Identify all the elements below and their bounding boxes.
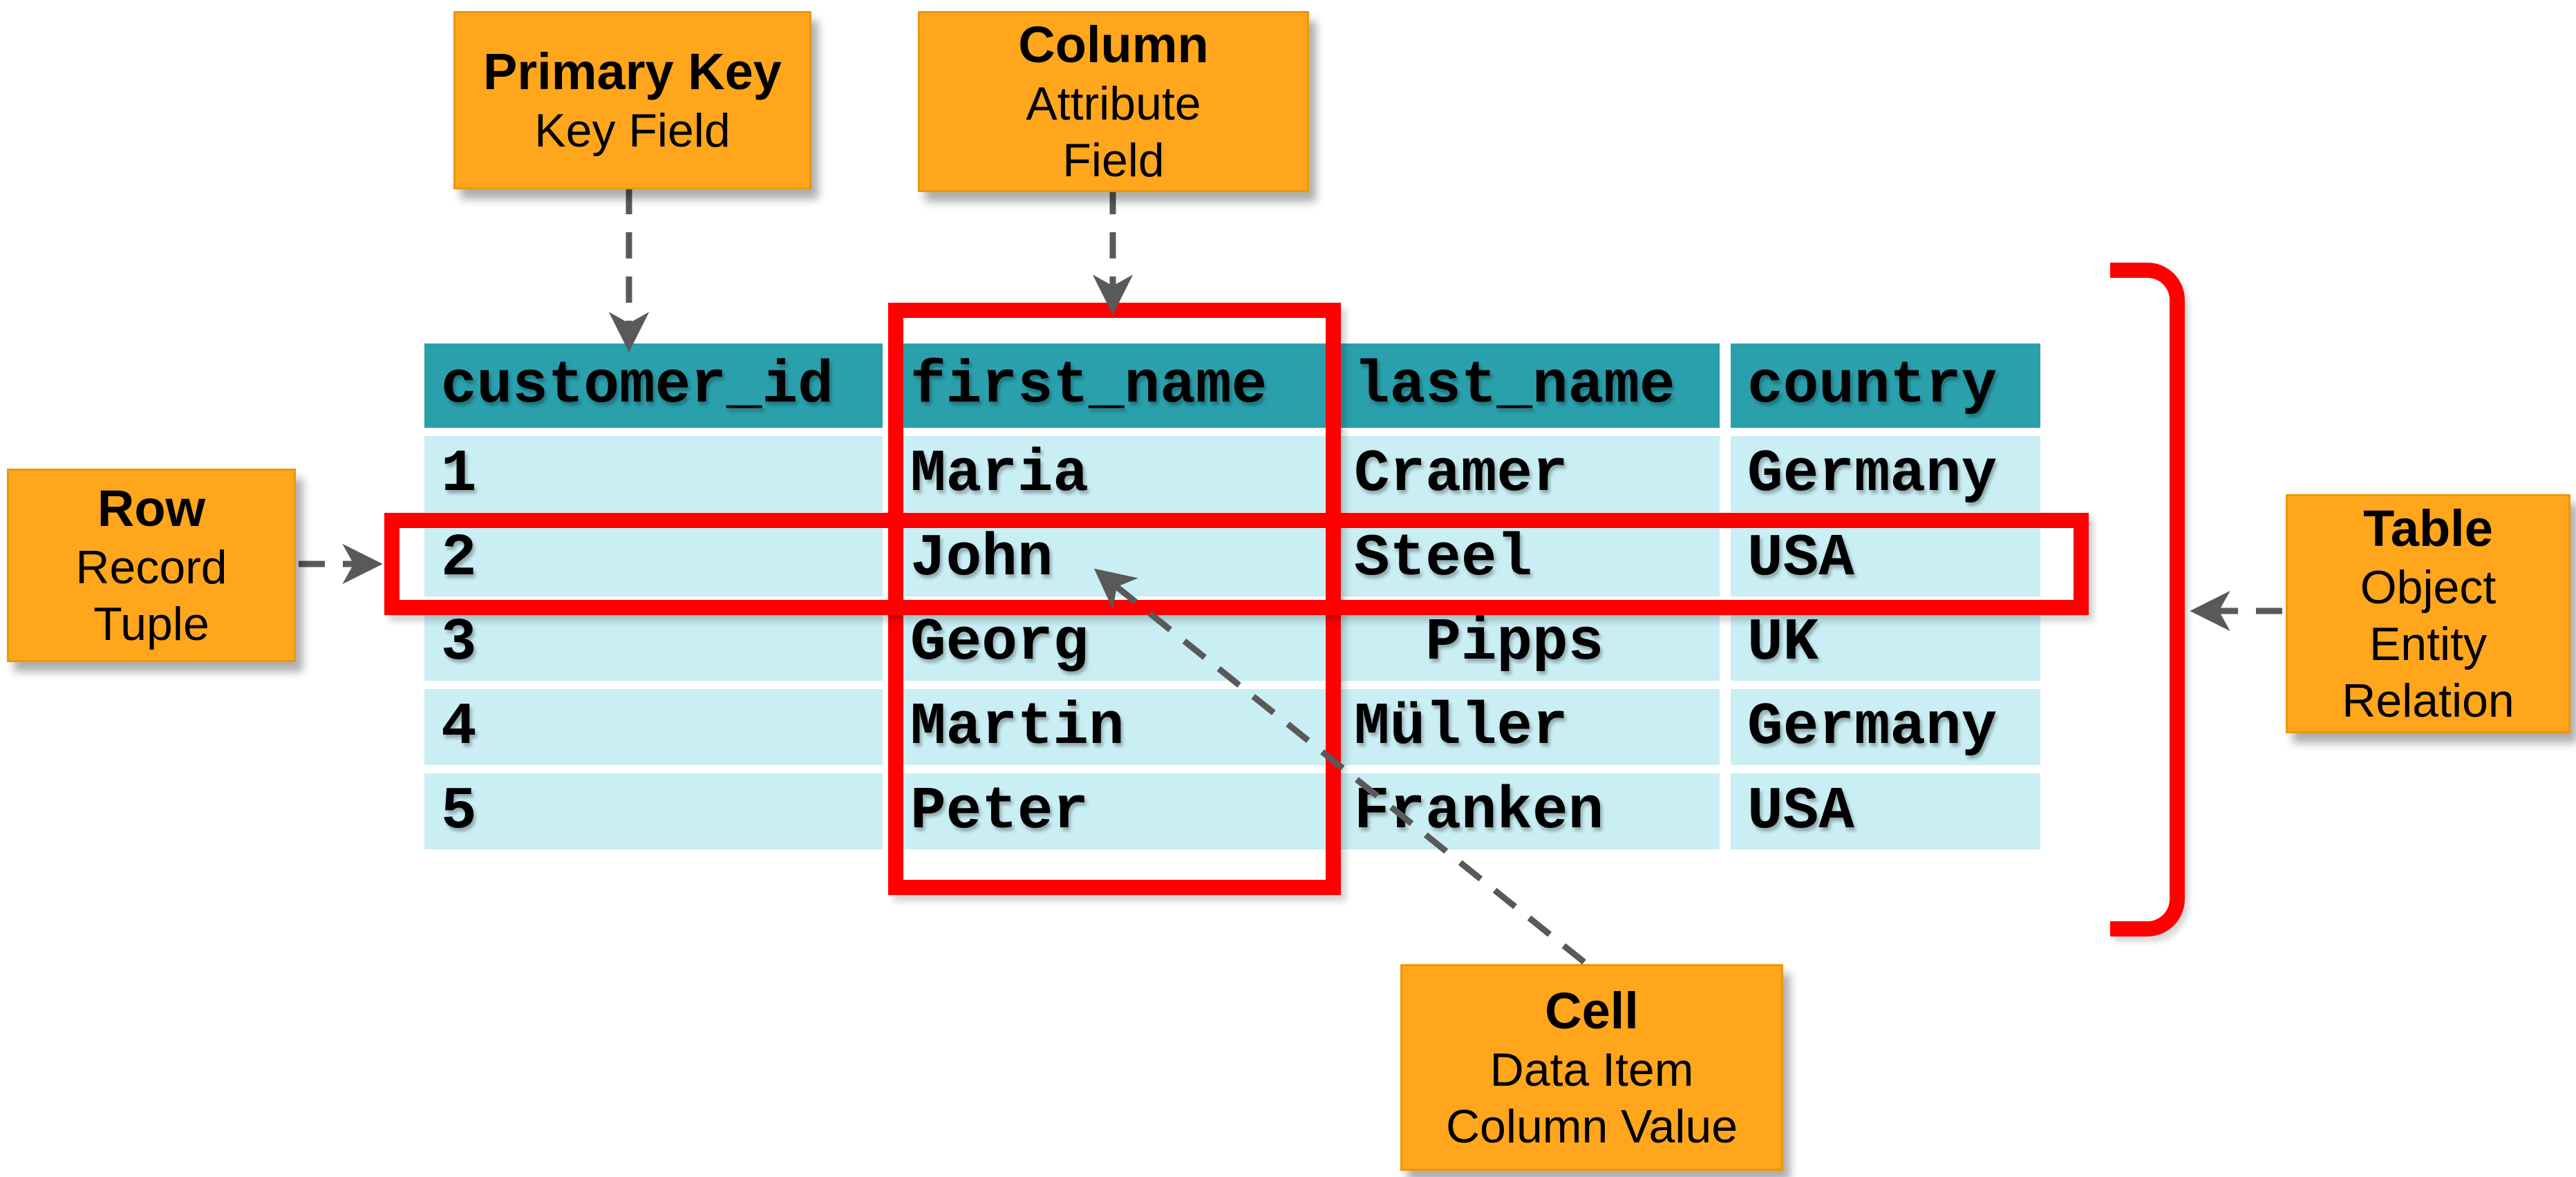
table-cell: 4 (424, 689, 883, 765)
callout-column: Column Attribute Field (918, 11, 1309, 192)
callout-table: Table Object Entity Relation (2286, 494, 2570, 733)
callout-line: Attribute (1026, 77, 1201, 130)
row-highlight (384, 513, 2089, 615)
callout-line: Key Field (534, 104, 731, 157)
callout-cell: Cell Data Item Column Value (1400, 964, 1783, 1171)
callout-line: Data Item (1489, 1043, 1694, 1096)
table-cell: Pipps (1337, 605, 1720, 681)
callout-line: Column Value (1445, 1100, 1738, 1153)
callout-title: Cell (1545, 981, 1639, 1039)
table-cell: USA (1731, 520, 2040, 596)
table-cell: Germany (1731, 436, 2040, 512)
callout-row: Row Record Tuple (7, 469, 296, 662)
table-cell: 5 (424, 773, 883, 849)
table-cell: Maria (894, 436, 1326, 512)
table-cell: 3 (424, 605, 883, 681)
callout-line: Tuple (93, 598, 209, 650)
callout-line: Field (1062, 134, 1165, 187)
table-cell: Franken (1337, 773, 1720, 849)
callout-line: Record (75, 541, 227, 594)
table-header-cell: last_name (1337, 343, 1720, 428)
table-cell: 1 (424, 436, 883, 512)
table-cell: Cramer (1337, 436, 1720, 512)
callout-title: Table (2363, 500, 2493, 557)
table-header-cell: first_name (894, 343, 1326, 428)
table-header-cell: country (1731, 343, 2040, 428)
callout-line: Entity (2369, 618, 2488, 670)
callout-title: Primary Key (483, 43, 782, 100)
table-cell: Germany (1731, 689, 2040, 765)
callout-primary-key: Primary Key Key Field (453, 11, 811, 189)
table-header-cell: customer_id (424, 343, 883, 428)
table-bracket (2110, 263, 2185, 936)
callout-title: Column (1018, 16, 1209, 73)
callout-line: Object (2360, 561, 2497, 614)
table-cell: 2 (424, 520, 883, 596)
table-cell: USA (1731, 773, 2040, 849)
callout-title: Row (97, 480, 206, 537)
callout-line: Relation (2342, 675, 2514, 727)
table-cell: Müller (1337, 689, 1720, 765)
table-cell: UK (1731, 605, 2040, 681)
